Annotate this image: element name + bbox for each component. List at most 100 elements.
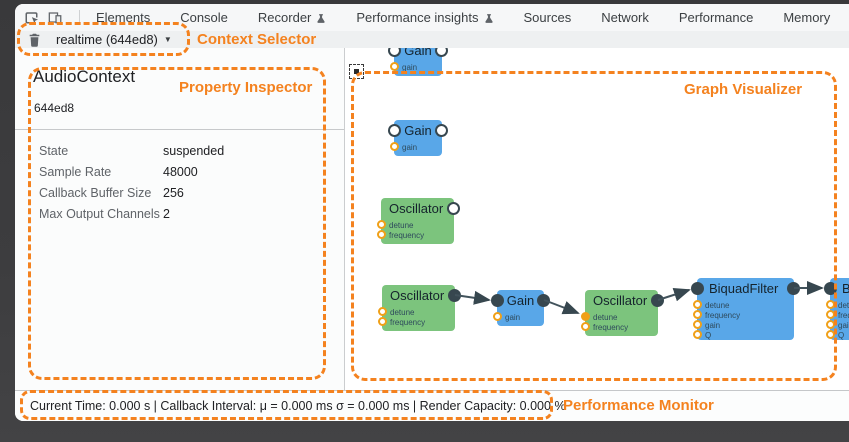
property-value: 2 — [163, 206, 170, 221]
devtools-window: Elements Console Recorder Performance insig… — [15, 4, 849, 421]
tab-label: Console — [180, 10, 228, 25]
property-value: suspended — [163, 143, 225, 158]
node-title: Gain — [404, 48, 432, 58]
param-row-detune: detune — [377, 219, 454, 230]
inspect-element-icon[interactable] — [24, 10, 39, 25]
param-label: detune — [838, 301, 849, 310]
property-value: 256 — [163, 185, 184, 200]
param-port — [581, 311, 590, 321]
param-port — [826, 299, 835, 309]
tab-label: Performance — [678, 10, 754, 25]
input-port — [491, 294, 504, 307]
param-row-q: Q — [826, 329, 849, 340]
param-port — [826, 319, 835, 329]
param-port — [390, 141, 399, 151]
performance-monitor-text: Current Time: 0.000 s | Callback Interva… — [30, 399, 566, 413]
tab-label: Recorder — [257, 10, 312, 25]
device-toolbar-icon[interactable] — [47, 10, 63, 25]
tab-console[interactable]: Console — [165, 4, 243, 31]
flask-icon — [316, 12, 326, 24]
param-row-detune: detune — [826, 299, 849, 310]
param-port — [826, 309, 835, 319]
property-label: Max Output Channels — [39, 206, 160, 221]
node-title: BiquadFilter — [842, 281, 849, 296]
param-label: frequency — [389, 231, 425, 240]
audio-node-gain-3[interactable]: Gain gain — [491, 290, 550, 326]
param-label: frequency — [390, 318, 426, 327]
flask-icon — [484, 12, 494, 24]
tab-label: Sources — [523, 10, 572, 25]
param-port — [377, 229, 386, 239]
context-selector-dropdown[interactable]: realtime (644ed8) — [56, 32, 158, 47]
param-label: gain — [402, 63, 418, 72]
param-port — [826, 329, 835, 339]
param-label: gain — [505, 313, 521, 322]
tab-network[interactable]: Network — [586, 4, 664, 31]
param-label: gain — [838, 321, 849, 330]
param-label: frequency — [705, 311, 741, 320]
param-row-detune: detune — [378, 306, 455, 317]
tab-sources[interactable]: Sources — [509, 4, 587, 31]
tab-label: Network — [601, 10, 649, 25]
node-title: Oscillator — [389, 201, 444, 216]
tab-label: Memory — [783, 10, 831, 25]
tab-performance[interactable]: Performance — [664, 4, 768, 31]
param-row-frequency: frequency — [581, 321, 658, 332]
param-label: Q — [705, 331, 712, 340]
param-row-gain: gain — [693, 319, 794, 330]
param-port — [378, 306, 387, 316]
output-port — [651, 294, 664, 307]
param-label: detune — [390, 308, 415, 317]
property-label: Sample Rate — [39, 164, 112, 179]
property-row: State suspended — [39, 140, 334, 161]
param-port — [377, 219, 386, 229]
param-row-frequency: frequency — [693, 309, 794, 320]
param-port — [693, 299, 702, 309]
param-row-gain: gain — [390, 141, 442, 152]
property-label: State — [39, 143, 69, 158]
tab-elements[interactable]: Elements — [81, 4, 165, 31]
node-title: BiquadFilter — [709, 281, 779, 296]
toolbar-separator — [79, 10, 80, 25]
param-row-gain: gain — [493, 311, 544, 322]
audiocontext-title: AudioContext — [33, 67, 136, 86]
tab-performance-insights[interactable]: Performance insights — [341, 4, 508, 31]
tab-application[interactable]: Application — [845, 4, 849, 31]
output-port — [448, 289, 461, 302]
audio-node-gain-2[interactable]: Gain gain — [388, 120, 448, 156]
input-port — [691, 282, 704, 295]
node-title: Oscillator — [390, 288, 445, 303]
input-port — [388, 48, 401, 57]
tab-recorder[interactable]: Recorder — [243, 4, 341, 31]
node-title: Gain — [404, 123, 432, 138]
param-label: gain — [402, 143, 418, 152]
param-port — [693, 309, 702, 319]
delete-context-button[interactable] — [28, 33, 41, 47]
node-title: Gain — [506, 293, 535, 308]
audio-node-gain-top[interactable]: Gain gain — [388, 48, 448, 76]
param-label: detune — [593, 313, 618, 322]
tab-label: Elements — [96, 10, 151, 25]
param-port — [693, 329, 702, 339]
param-port — [390, 61, 399, 71]
tab-memory[interactable]: Memory — [768, 4, 845, 31]
param-row-frequency: frequency — [826, 309, 849, 320]
input-port — [824, 282, 837, 295]
performance-monitor-bar: Current Time: 0.000 s | Callback Interva… — [15, 390, 849, 421]
context-selector-toolbar: realtime (644ed8) ▼ — [15, 31, 849, 49]
context-id: 644ed8 — [34, 101, 75, 115]
param-label: detune — [389, 221, 414, 230]
output-port — [787, 282, 800, 295]
